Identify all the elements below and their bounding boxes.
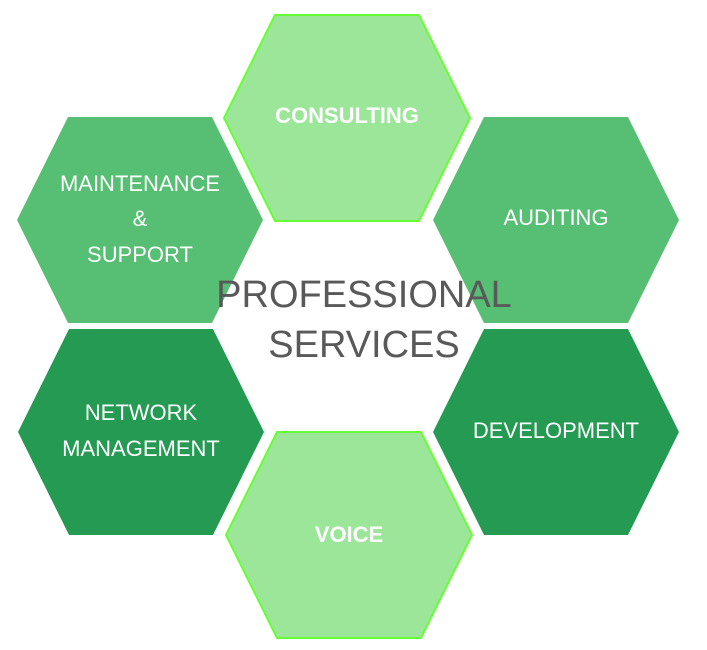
hexagon-shape: [17, 117, 263, 323]
hexagon-shape: [433, 117, 679, 323]
hexagon-shape: [224, 431, 474, 639]
title-line1: PROFESSIONAL: [216, 274, 512, 316]
hexagon-label: CONSULTING: [275, 103, 419, 128]
hexagon-shape: [18, 329, 264, 535]
hexagon-label: VOICE: [315, 522, 383, 547]
hexagon-label: SUPPORT: [87, 242, 193, 267]
title-line2: SERVICES: [268, 324, 459, 366]
hexagon-development: DEVELOPMENT: [433, 329, 679, 535]
hexagon-shape: [433, 329, 679, 535]
hexagon-shape: [222, 14, 472, 222]
hexagon-label: MANAGEMENT: [62, 436, 220, 461]
hexagon-label: AUDITING: [503, 205, 608, 230]
hexagon-label: NETWORK: [85, 400, 198, 425]
hexagon-network-management: NETWORK MANAGEMENT: [18, 329, 264, 535]
hexagon-label: DEVELOPMENT: [473, 418, 639, 443]
hexagon-maintenance-support: MAINTENANCE & SUPPORT: [17, 117, 263, 323]
hexagon-consulting: CONSULTING: [222, 14, 472, 222]
hexagon-label: MAINTENANCE: [60, 171, 220, 196]
hexagon-voice: VOICE: [224, 431, 474, 639]
hexagon-auditing: AUDITING: [433, 117, 679, 323]
hexagon-label: &: [133, 206, 148, 231]
